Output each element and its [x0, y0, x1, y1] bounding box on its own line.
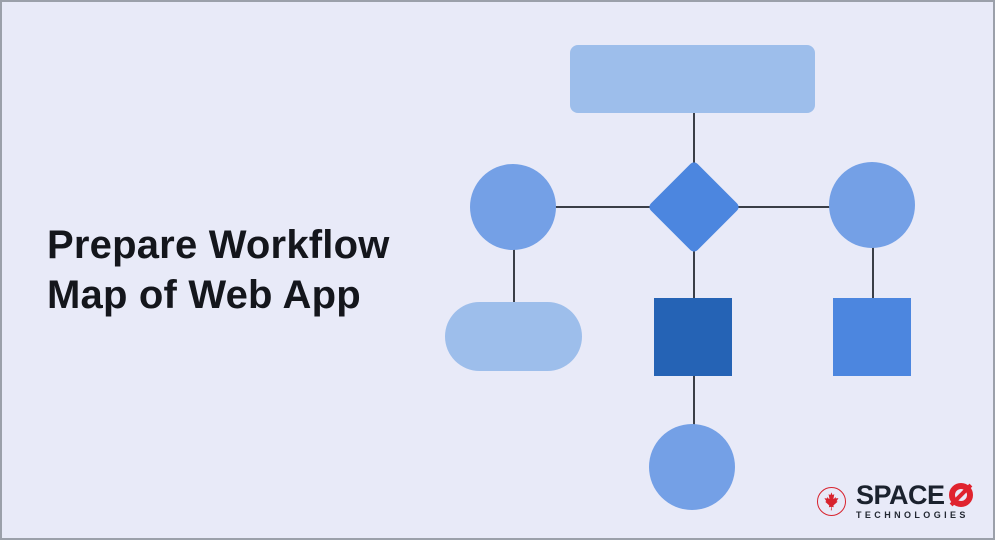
flowchart-node-right-circle: [829, 162, 915, 248]
edge-center-square-to-bottom-circle: [693, 376, 695, 468]
edge-diamond-to-right-circle: [694, 206, 872, 208]
edge-rectangle-to-diamond: [693, 113, 695, 206]
logo-text: SPACE TECHNOLOGIES: [856, 480, 973, 520]
page-title-line-2: Map of Web App: [47, 273, 361, 317]
brand-name: SPACE: [856, 480, 945, 510]
page-title-line-1: Prepare Workflow: [47, 223, 390, 267]
flowchart-node-center-square: [654, 298, 732, 376]
spaceo-logo: SPACE TECHNOLOGIES: [817, 480, 973, 520]
edge-right-circle-to-right-square: [872, 205, 874, 298]
edge-diamond-to-center-square: [693, 207, 695, 298]
page-title: Prepare Workflow Map of Web App: [47, 220, 390, 320]
flowchart-node-left-circle: [470, 164, 556, 250]
flowchart-node-right-square: [833, 298, 911, 376]
flowchart-node-decision-diamond: [647, 160, 741, 254]
maple-leaf-icon: [817, 487, 846, 516]
brand-subtitle: TECHNOLOGIES: [856, 510, 969, 520]
brand-o-slash-icon: [948, 483, 973, 507]
edge-left-circle-to-diamond: [513, 206, 694, 208]
flowchart-node-left-pill: [445, 302, 582, 371]
flowchart-node-bottom-circle: [649, 424, 735, 510]
edge-left-circle-to-pill: [513, 207, 515, 302]
flowchart-node-top-rectangle: [570, 45, 815, 113]
